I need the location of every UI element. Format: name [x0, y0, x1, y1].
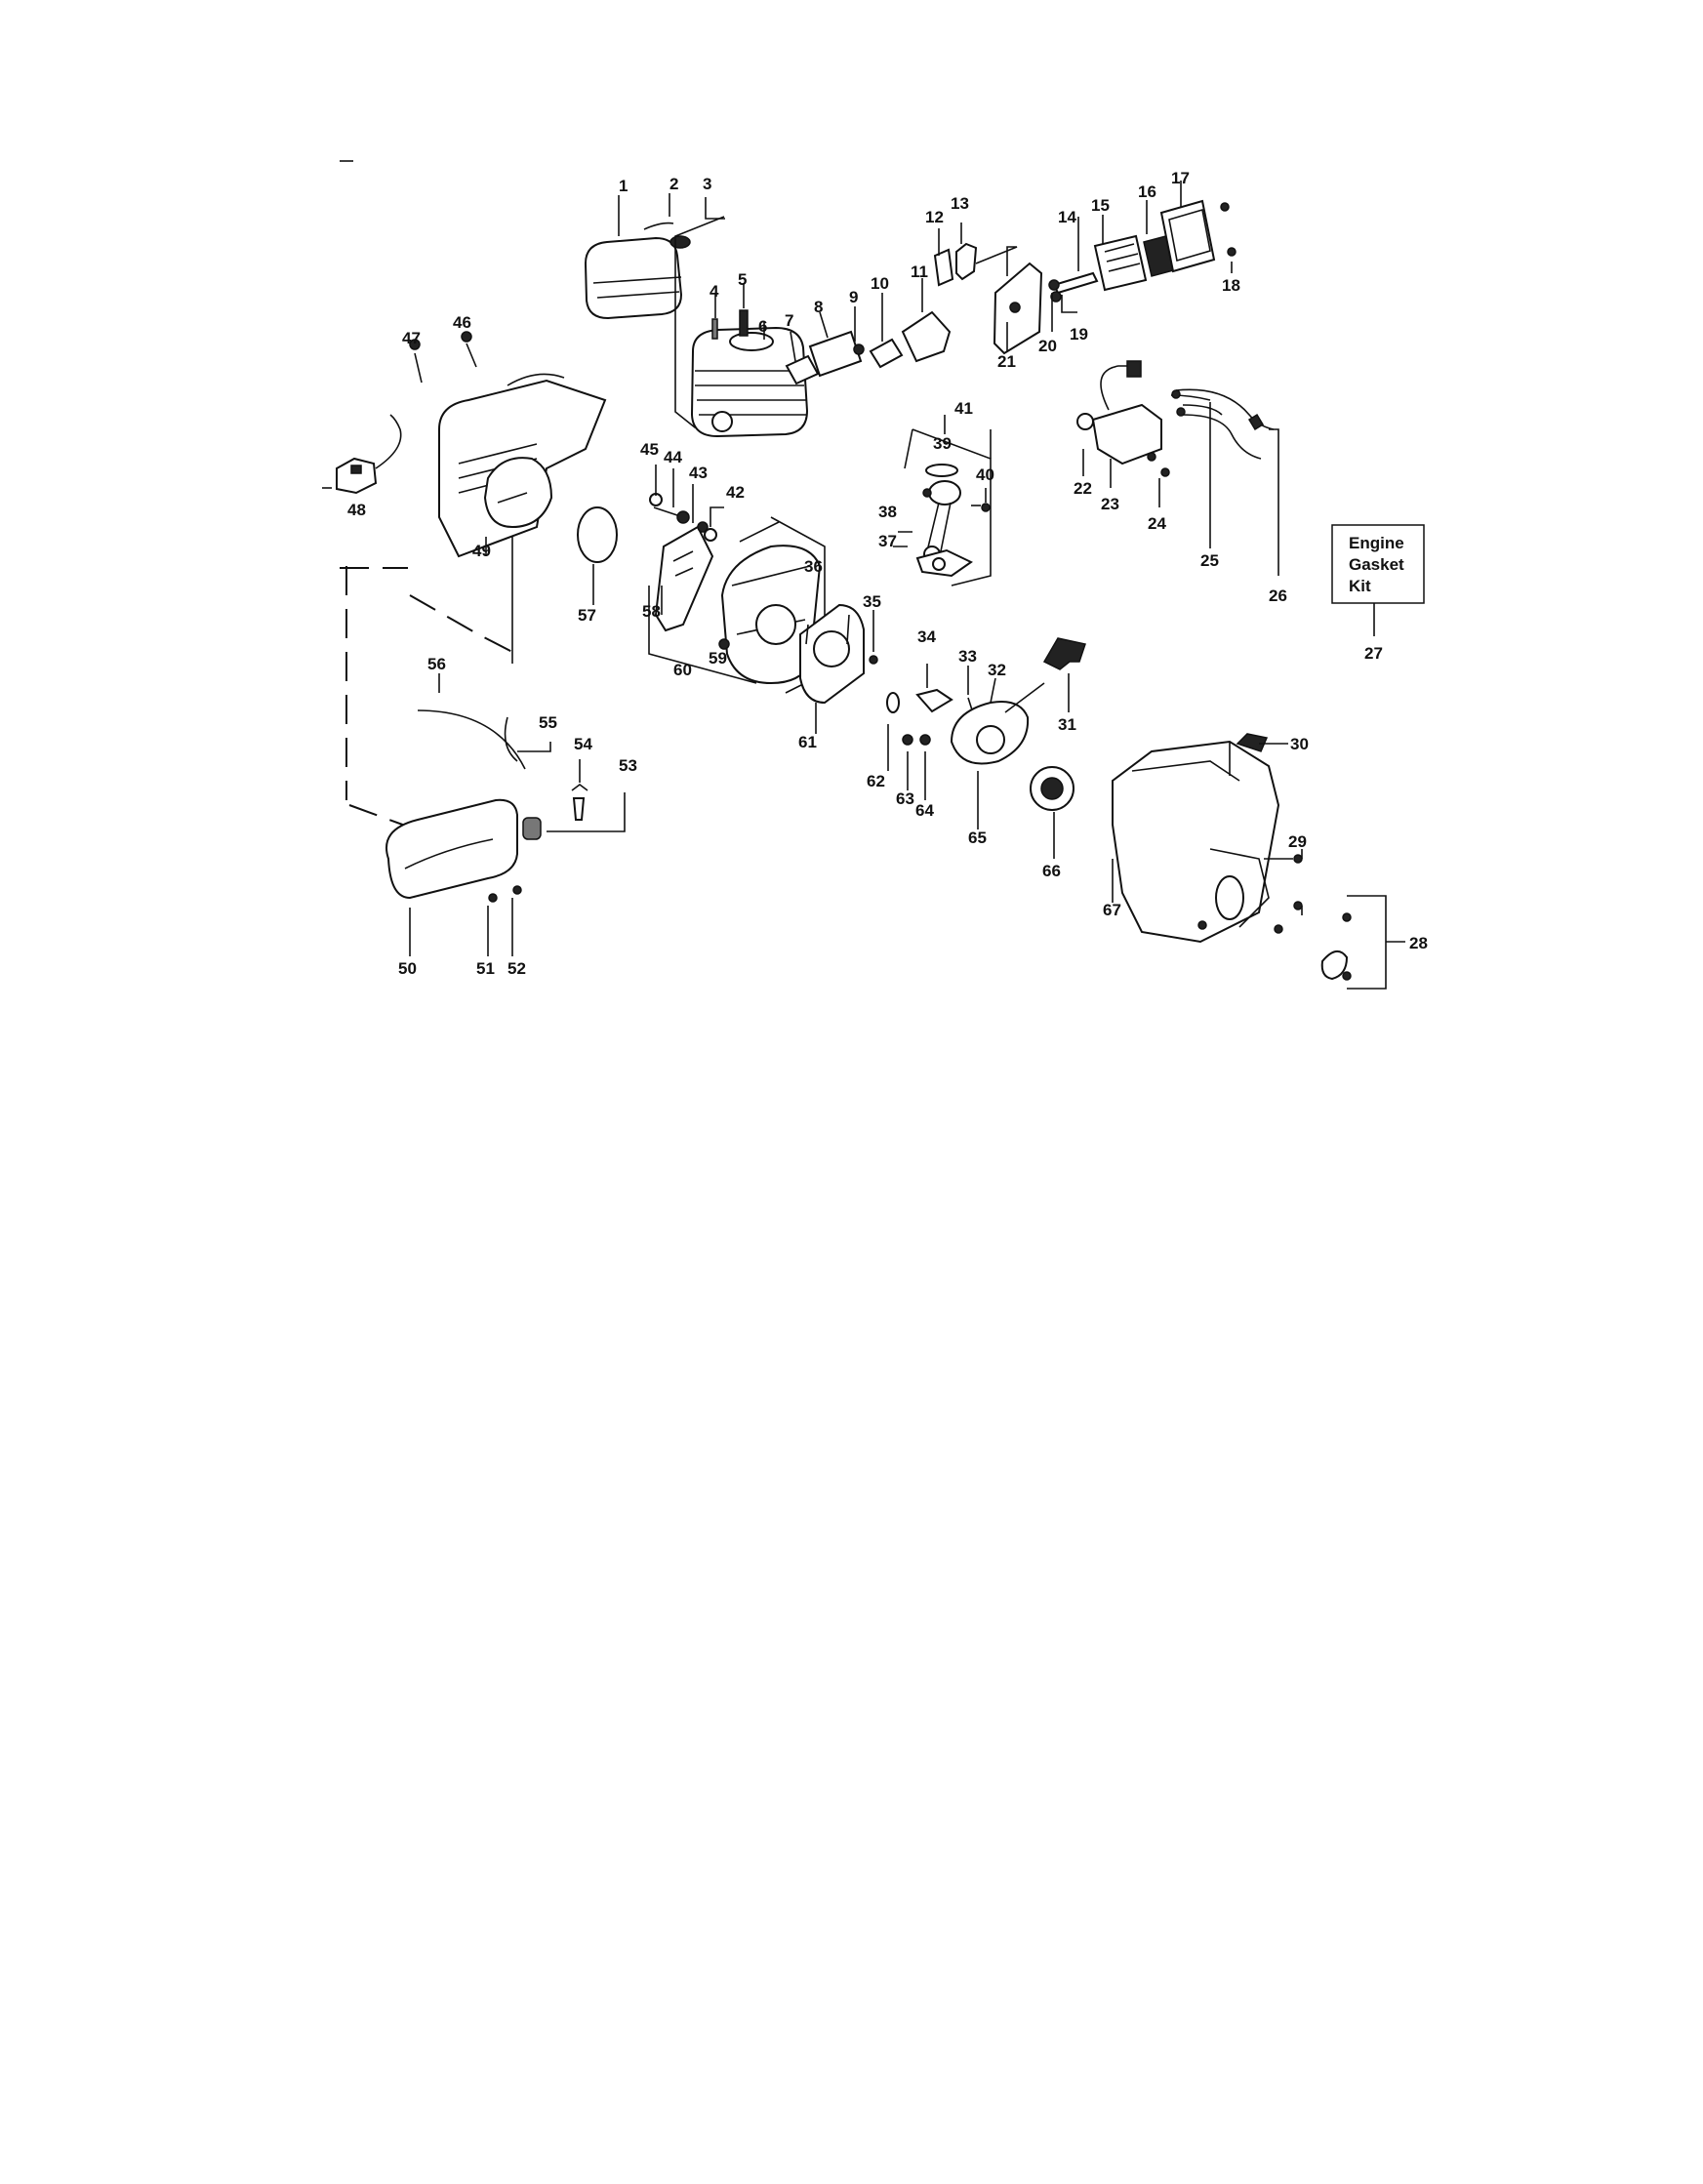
- kit-line-3: Kit: [1349, 577, 1371, 595]
- part-number-label: 4: [710, 282, 719, 301]
- part-number-label: 48: [347, 501, 366, 519]
- part-number-label: 12: [925, 208, 944, 226]
- gasket-kit-box: [1331, 524, 1425, 604]
- part-number-label: 67: [1103, 901, 1121, 919]
- part-number-label: 1: [619, 177, 628, 195]
- part-number-label: 51: [476, 959, 495, 978]
- part-number-label: 23: [1101, 495, 1119, 513]
- part-number-label: 20: [1038, 337, 1057, 355]
- part-number-label: 65: [968, 829, 987, 847]
- part-number-label: 37: [878, 532, 897, 550]
- part-number-label: 9: [849, 288, 858, 306]
- part-number-label: 16: [1138, 182, 1156, 201]
- part-number-label: 35: [863, 592, 881, 611]
- part-number-label: 42: [726, 483, 745, 502]
- clutch-housing-group: [1112, 733, 1405, 990]
- part-number-label: 2: [669, 175, 678, 193]
- engine-gasket-kit: Engine Gasket Kit: [1331, 524, 1425, 636]
- part-number-label: 28: [1409, 934, 1428, 952]
- part-number-label: 30: [1290, 735, 1309, 753]
- part-number-label: 57: [578, 606, 596, 625]
- part-number-label: 10: [871, 274, 889, 293]
- part-number-label: 50: [398, 959, 417, 978]
- part-number-label: 25: [1200, 551, 1219, 570]
- part-number-label: 33: [958, 647, 977, 666]
- air-filter-group: [933, 181, 1237, 355]
- part-number-label: 7: [785, 311, 793, 330]
- piston-group: [893, 415, 992, 586]
- part-number-label: 46: [453, 313, 471, 332]
- part-number-label: 8: [814, 298, 823, 316]
- part-number-label: 54: [574, 735, 592, 753]
- part-number-label: 41: [954, 399, 973, 418]
- part-number-label: 26: [1269, 586, 1287, 605]
- part-number-label: 22: [1074, 479, 1092, 498]
- part-number-label: 64: [915, 801, 934, 820]
- part-number-label: 19: [1070, 325, 1088, 344]
- part-number-label: 24: [1148, 514, 1166, 533]
- part-number-label: 56: [427, 655, 446, 673]
- part-number-label: 40: [976, 465, 994, 484]
- part-number-label: 18: [1222, 276, 1240, 295]
- part-number-label: 13: [951, 194, 969, 213]
- part-number-label: 31: [1058, 715, 1076, 734]
- part-number-label: 61: [798, 733, 817, 751]
- part-number-label: 15: [1091, 196, 1110, 215]
- part-number-label: 62: [867, 772, 885, 790]
- part-number-label: 59: [709, 649, 727, 667]
- part-number-label: 60: [673, 661, 692, 679]
- part-number-label: 29: [1288, 832, 1307, 851]
- part-number-label: 43: [689, 464, 708, 482]
- cylinder-group: [690, 278, 952, 438]
- part-number-label: 27: [1364, 644, 1383, 663]
- part-number-label: 32: [988, 661, 1006, 679]
- part-number-label: 34: [917, 627, 936, 646]
- part-number-label: 14: [1058, 208, 1076, 226]
- part-number-label: 3: [703, 175, 711, 193]
- part-number-label: 36: [804, 557, 823, 576]
- part-number-label: 44: [664, 448, 682, 466]
- part-number-label: 11: [911, 263, 928, 281]
- part-number-label: 66: [1042, 862, 1061, 880]
- part-number-label: 63: [896, 789, 914, 808]
- part-number-label: 5: [738, 270, 747, 289]
- part-number-label: 49: [472, 542, 491, 560]
- part-number-label: 45: [640, 440, 659, 459]
- starter-group: [869, 610, 1086, 859]
- kit-line-1: Engine: [1349, 534, 1404, 552]
- part-number-label: 17: [1171, 169, 1190, 187]
- part-number-label: 58: [642, 602, 661, 621]
- part-number-label: 21: [997, 352, 1016, 371]
- part-number-label: 53: [619, 756, 637, 775]
- crankcase-group: [648, 465, 865, 734]
- part-number-label: 39: [933, 434, 952, 453]
- part-number-label: 6: [758, 317, 767, 336]
- engine-cover-group: [322, 331, 626, 956]
- part-number-label: 52: [507, 959, 526, 978]
- part-number-label: 55: [539, 713, 557, 732]
- kit-line-2: Gasket: [1349, 555, 1404, 574]
- part-number-label: 38: [878, 503, 897, 521]
- ignition-group: [1076, 360, 1279, 576]
- part-number-labels: 1 2 3 4 5 6 7 8 9 10 11 12 13 14 15 16 1…: [347, 169, 1428, 978]
- part-number-label: 47: [402, 329, 421, 347]
